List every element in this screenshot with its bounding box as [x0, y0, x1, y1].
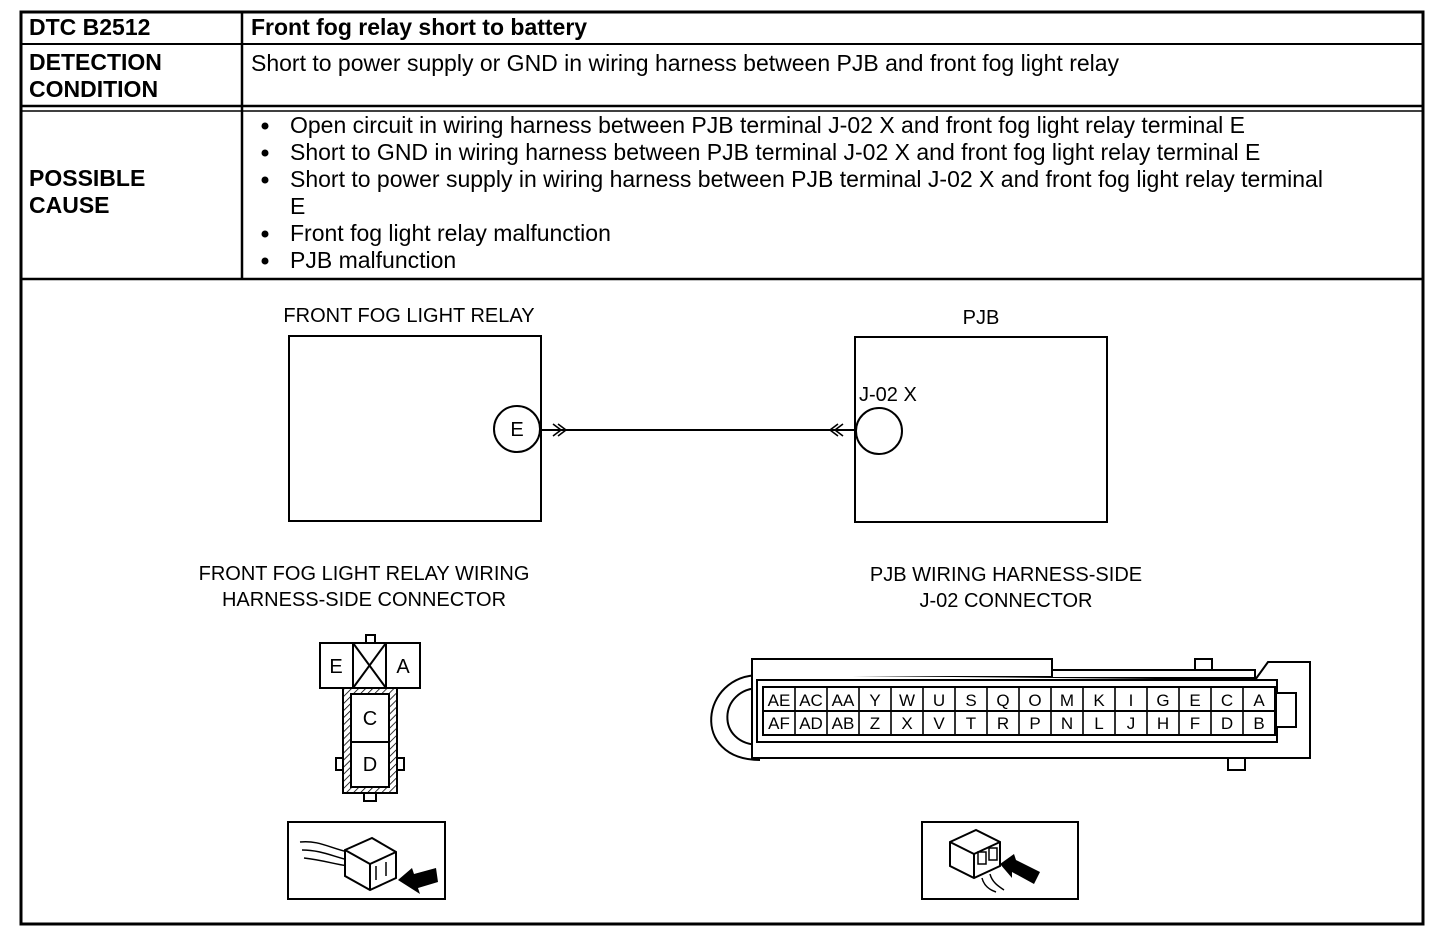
bullet-icon — [261, 122, 269, 130]
pjb-pin-bottom: Z — [870, 714, 880, 733]
pjb-pin-bottom: AF — [768, 714, 790, 733]
pjb-terminal-label: J-02 X — [859, 384, 917, 406]
pjb-pin-bottom: AB — [832, 714, 855, 733]
pjb-pin-bottom: H — [1157, 714, 1169, 733]
dtc-table — [19, 10, 1425, 926]
pjb-pin-bottom: V — [933, 714, 945, 733]
pjb-pin-top: M — [1060, 691, 1074, 710]
pjb-pin-top: O — [1028, 691, 1041, 710]
possible-cause-list: Open circuit in wiring harness between P… — [261, 112, 1323, 273]
cause-item-continuation: E — [290, 193, 305, 219]
pjb-connector-title-line2: J-02 CONNECTOR — [920, 590, 1093, 612]
pjb-pin-top: I — [1129, 691, 1134, 710]
pjb-pin-top: A — [1253, 691, 1265, 710]
pjb-pin-top: G — [1156, 691, 1169, 710]
connector-mark-icon — [828, 423, 839, 437]
pjb-connector-pin-labels: AE AC AA Y W U S Q O M K I G E C A AF AD… — [768, 691, 1266, 733]
detection-condition-label-line1: DETECTION — [29, 49, 162, 75]
cause-item: Front fog light relay malfunction — [290, 220, 611, 246]
cause-item: Open circuit in wiring harness between P… — [290, 112, 1245, 138]
relay-box — [288, 335, 542, 522]
cause-item: Short to power supply in wiring harness … — [290, 166, 1323, 192]
relay-connector-title-line2: HARNESS-SIDE CONNECTOR — [222, 589, 506, 611]
bullet-icon — [261, 149, 269, 157]
bullet-icon — [261, 257, 269, 265]
pjb-pin-bottom: B — [1253, 714, 1264, 733]
bullet-icon — [261, 230, 269, 238]
connector-mark-icon — [833, 423, 844, 437]
detection-condition-text: Short to power supply or GND in wiring h… — [251, 50, 1120, 76]
relay-pin-e: E — [329, 656, 342, 678]
dtc-code-label: DTC B2512 — [29, 14, 150, 40]
pjb-pin-top: U — [933, 691, 945, 710]
relay-title: FRONT FOG LIGHT RELAY — [283, 305, 534, 327]
dtc-title: Front fog relay short to battery — [251, 14, 587, 40]
detection-condition-label-line2: CONDITION — [29, 76, 158, 102]
connector-mark-icon — [557, 423, 568, 437]
relay-pin-a: A — [396, 656, 410, 678]
pjb-pin-bottom: AD — [799, 714, 823, 733]
pjb-connector-view-icon — [921, 821, 1079, 900]
pjb-pin-bottom: P — [1029, 714, 1040, 733]
pjb-pin-top: AE — [768, 691, 791, 710]
pjb-pin-top: AA — [832, 691, 855, 710]
pjb-title: PJB — [963, 307, 1000, 329]
view-arrow-icon — [1000, 854, 1040, 884]
pjb-pin-bottom: F — [1190, 714, 1200, 733]
pjb-pin-top: S — [965, 691, 976, 710]
pjb-pin-bottom: J — [1127, 714, 1136, 733]
pjb-pin-bottom: R — [997, 714, 1009, 733]
relay-connector-view-icon — [287, 821, 446, 900]
pjb-pin-bottom: N — [1061, 714, 1073, 733]
relay-terminal-label: E — [510, 419, 523, 441]
pjb-pin-bottom: T — [966, 714, 976, 733]
cause-item: PJB malfunction — [290, 247, 456, 273]
connector-mark-icon — [552, 423, 563, 437]
possible-cause-label-line1: POSSIBLE — [29, 165, 145, 191]
pjb-pin-top: K — [1093, 691, 1105, 710]
wire-e-to-j02x — [541, 423, 855, 437]
pjb-connector-cell-grid — [794, 687, 1244, 735]
possible-cause-label-line2: CAUSE — [29, 192, 110, 218]
pjb-pin-top: Y — [869, 691, 880, 710]
bullet-icon — [261, 176, 269, 184]
pjb-pin-top: AC — [799, 691, 823, 710]
cause-item: Short to GND in wiring harness between P… — [290, 139, 1260, 165]
pjb-terminal-j02x: J-02 X — [855, 384, 917, 455]
relay-connector-face — [319, 634, 421, 802]
pjb-pin-top: C — [1221, 691, 1233, 710]
pjb-pin-top: Q — [996, 691, 1009, 710]
relay-connector-title-line1: FRONT FOG LIGHT RELAY WIRING — [199, 563, 530, 585]
relay-pin-c: C — [363, 708, 377, 730]
pjb-pin-bottom: L — [1094, 714, 1103, 733]
pjb-pin-top: W — [899, 691, 915, 710]
pjb-pin-top: E — [1189, 691, 1200, 710]
pjb-connector-title-line1: PJB WIRING HARNESS-SIDE — [870, 564, 1142, 586]
relay-pin-d: D — [363, 754, 377, 776]
pjb-pin-bottom: D — [1221, 714, 1233, 733]
pjb-pin-bottom: X — [901, 714, 912, 733]
view-arrow-icon — [398, 868, 438, 894]
pjb-connector-face — [710, 658, 1311, 771]
relay-terminal-e: E — [493, 405, 541, 453]
